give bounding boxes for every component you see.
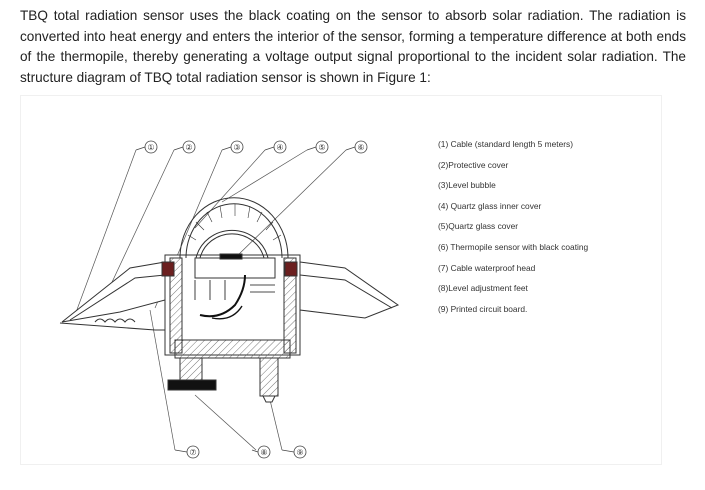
legend-item: (2)Protective cover bbox=[438, 159, 509, 170]
callout-3: ③ bbox=[233, 143, 240, 152]
callout-7: ⑦ bbox=[189, 448, 196, 457]
callout-5: ⑤ bbox=[318, 143, 325, 152]
quartz-domes bbox=[179, 197, 289, 259]
callout-labels-bottom: ⑦ ⑧ ⑨ bbox=[189, 448, 303, 457]
callout-labels-top: ① ② ③ ④ ⑤ ⑥ bbox=[147, 143, 364, 152]
legend-item: (3)Level bubble bbox=[438, 180, 496, 191]
callout-6: ⑥ bbox=[357, 143, 364, 152]
legend-item: (6) Thermopile sensor with black coating bbox=[438, 241, 589, 252]
callout-1: ① bbox=[147, 143, 154, 152]
cable-waterproof-head bbox=[259, 357, 279, 403]
level-adjustment-foot bbox=[167, 357, 217, 391]
callout-8: ⑧ bbox=[260, 448, 267, 457]
legend-item: (5)Quartz glass cover bbox=[438, 221, 519, 232]
legend-item: (4) Quartz glass inner cover bbox=[438, 200, 542, 211]
callout-9: ⑨ bbox=[296, 448, 303, 457]
protective-cover bbox=[59, 261, 400, 331]
sensor-body bbox=[161, 253, 301, 359]
figure-legend: (1) Cable (standard length 5 meters) (2)… bbox=[438, 137, 668, 322]
intro-paragraph: TBQ total radiation sensor uses the blac… bbox=[20, 8, 686, 85]
callout-markers-bottom bbox=[174, 445, 307, 459]
legend-item: (1) Cable (standard length 5 meters) bbox=[438, 139, 573, 149]
callout-4: ④ bbox=[276, 143, 283, 152]
legend-item: (9) Printed circuit board. bbox=[438, 303, 528, 314]
legend-item: (8)Level adjustment feet bbox=[438, 283, 528, 294]
legend-item: (7) Cable waterproof head bbox=[438, 262, 536, 273]
callout-markers-top bbox=[135, 140, 368, 154]
thermopile-wiring bbox=[194, 274, 275, 320]
callout-2: ② bbox=[185, 143, 192, 152]
